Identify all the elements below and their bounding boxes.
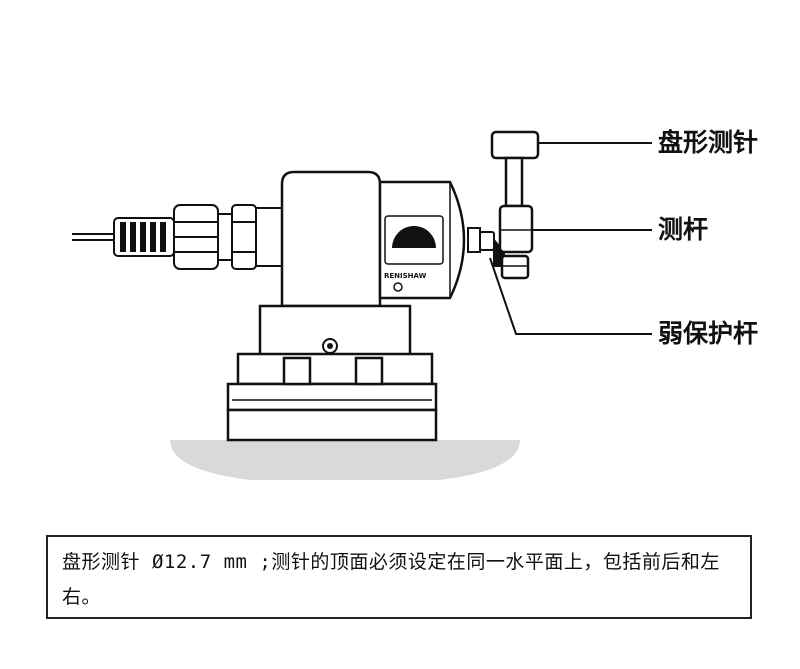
label-stylus-stem: 测杆 bbox=[658, 215, 709, 244]
dial-window bbox=[392, 226, 436, 248]
cable-spring bbox=[113, 217, 175, 257]
cable bbox=[72, 233, 118, 241]
leader-lines bbox=[489, 142, 652, 335]
label-disc-stylus: 盘形测针 bbox=[658, 128, 759, 157]
stylus-holder bbox=[467, 227, 505, 267]
body-bolt bbox=[322, 338, 338, 354]
note-box: 盘形测针 Ø12.7 mm ;测针的顶面必须设定在同一水平面上，包括前后和左右。 bbox=[46, 535, 752, 619]
probe-diagram: RENISHAW bbox=[72, 130, 652, 480]
mounting-surface-shadow bbox=[170, 440, 520, 480]
probe-body bbox=[226, 170, 438, 442]
note-text: 盘形测针 Ø12.7 mm ;测针的顶面必须设定在同一水平面上，包括前后和左右。 bbox=[62, 551, 720, 608]
disc-stylus bbox=[490, 130, 540, 280]
head-led bbox=[393, 282, 403, 292]
renishaw-logo: RENISHAW bbox=[384, 272, 427, 280]
connector-nut bbox=[173, 204, 283, 270]
label-breakable-stem: 弱保护杆 bbox=[658, 319, 759, 348]
svg-text:RENISHAW: RENISHAW bbox=[384, 272, 427, 280]
